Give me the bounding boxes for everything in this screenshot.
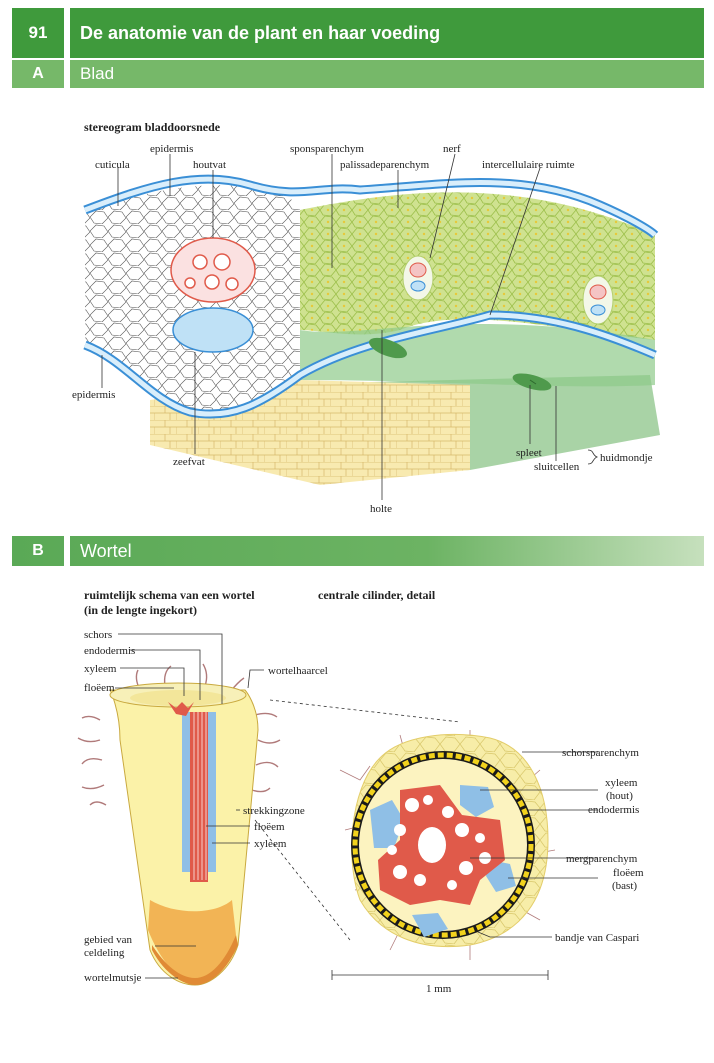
label-xyleem-inner: xyleem <box>254 838 287 850</box>
label-schorsparenchym: schorsparenchym <box>562 747 639 759</box>
root-labels: schors endodermis xyleem floëem wortelha… <box>84 629 328 984</box>
section-b-letter: B <box>32 542 44 559</box>
cylinder-diagram-subtitle: centrale cilinder, detail <box>318 588 436 602</box>
label-hout: (hout) <box>606 790 633 802</box>
label-epidermis-top: epidermis <box>150 143 193 155</box>
label-sponsparenchym: sponsparenchym <box>290 143 364 155</box>
label-epidermis-left: epidermis <box>72 389 115 401</box>
label-xyleem-root: xyleem <box>84 663 117 675</box>
label-holte: holte <box>370 503 392 515</box>
label-intercellulaire-ruimte: intercellulaire ruimte <box>482 159 575 171</box>
label-mergparenchym: mergparenchym <box>566 853 638 865</box>
label-wortelhaarcel: wortelhaarcel <box>268 665 328 677</box>
section-b-header: B Wortel <box>12 536 704 566</box>
section-a-header: A Blad <box>12 60 704 88</box>
label-floeem-root: floëem <box>84 682 115 694</box>
section-a-title: Blad <box>80 64 115 83</box>
leaf-diagram-subtitle: stereogram bladdoorsnede <box>84 120 221 134</box>
label-nerf: nerf <box>443 143 461 155</box>
label-cuticula: cuticula <box>95 159 130 171</box>
label-sluitcellen: sluitcellen <box>534 461 580 473</box>
label-celdeling: celdeling <box>84 947 125 959</box>
label-wortelmutsje: wortelmutsje <box>84 972 142 984</box>
label-palissadeparenchym: palissadeparenchym <box>340 159 430 171</box>
leaf-cross-section <box>83 174 660 485</box>
root-diagram-subtitle-line2: (in de lengte ingekort) <box>84 603 197 617</box>
label-zeefvat: zeefvat <box>173 456 205 468</box>
chapter-number: 91 <box>28 23 48 42</box>
label-strekkingzone: strekkingzone <box>243 805 305 817</box>
section-a-letter: A <box>32 65 44 82</box>
label-scale-bar: 1 mm <box>426 983 452 995</box>
leaf-leader-lines <box>101 153 599 500</box>
leaf-labels: cuticula epidermis houtvat sponsparenchy… <box>72 143 653 515</box>
label-endodermis-root: endodermis <box>84 645 135 657</box>
label-floeem-cylinder: floëem <box>613 867 644 879</box>
label-bast: (bast) <box>612 880 637 892</box>
label-floeem-inner: floëem <box>254 821 285 833</box>
label-spleet: spleet <box>516 447 542 459</box>
cylinder-labels: schorsparenchym xyleem (hout) endodermis… <box>426 747 644 995</box>
root-leader-lines <box>115 633 461 979</box>
section-b-title: Wortel <box>80 540 132 561</box>
chapter-title: De anatomie van de plant en haar voeding <box>80 22 441 43</box>
root-illustration <box>77 663 281 986</box>
central-cylinder <box>339 730 556 960</box>
cylinder-leader-lines <box>331 751 598 980</box>
label-xyleem-cylinder: xyleem <box>605 777 638 789</box>
chapter-header: 91 De anatomie van de plant en haar voed… <box>12 8 704 58</box>
label-huidmondje: huidmondje <box>600 452 653 464</box>
label-schors: schors <box>84 629 112 641</box>
label-houtvat: houtvat <box>193 159 226 171</box>
label-gebied-van: gebied van <box>84 934 132 946</box>
label-bandje-van-caspari: bandje van Caspari <box>555 932 639 944</box>
label-endodermis-cylinder: endodermis <box>588 804 639 816</box>
root-diagram-subtitle-line1: ruimtelijk schema van een wortel <box>84 588 255 602</box>
